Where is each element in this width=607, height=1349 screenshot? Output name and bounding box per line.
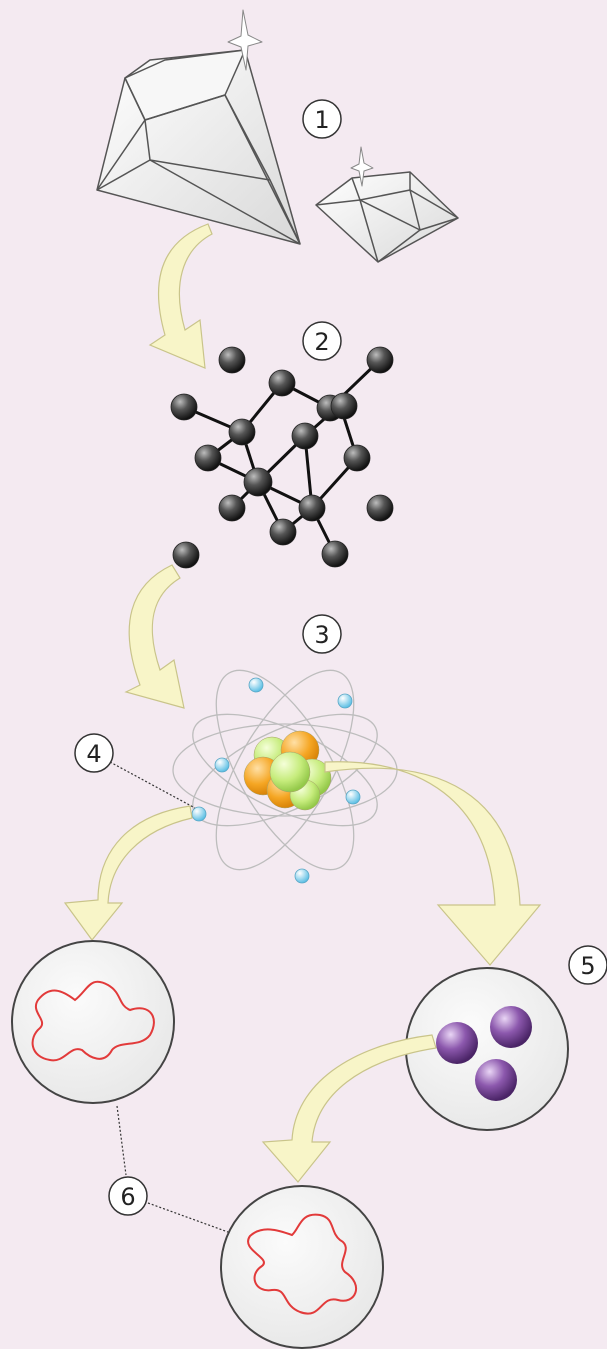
- label-5: 5: [568, 945, 607, 985]
- arrow-diamond-to-lattice: [148, 223, 213, 369]
- label-4: 4: [74, 733, 114, 773]
- label-6: 6: [108, 1176, 148, 1216]
- small-diamond-icon: [315, 146, 459, 263]
- arrow-electron-to-string: [63, 805, 193, 941]
- arrow-lattice-to-atom: [124, 564, 185, 709]
- label-2-text: 2: [314, 328, 329, 356]
- label-1-text: 1: [314, 106, 329, 134]
- electron-icon: [191, 806, 207, 822]
- string-circle-left: [11, 940, 175, 1104]
- leader-6-right: [147, 1202, 229, 1233]
- electron-icon: [294, 868, 310, 884]
- nucleus: [243, 730, 332, 811]
- leader-4: [109, 761, 196, 809]
- diamond-icon: [96, 9, 301, 245]
- atom-icon: [172, 669, 398, 884]
- arrow-nucleus-to-quarks: [324, 761, 542, 966]
- leader-6-up: [116, 1105, 127, 1176]
- quarks-icon: [405, 967, 569, 1131]
- label-3: 3: [302, 614, 342, 654]
- electron-icon: [337, 693, 353, 709]
- label-3-text: 3: [314, 621, 329, 649]
- electron-icon: [248, 677, 264, 693]
- string-loop-icon: [31, 980, 155, 1062]
- arrow-quarks-to-string: [261, 1034, 437, 1183]
- label-5-text: 5: [580, 952, 595, 980]
- electron-icon: [214, 757, 230, 773]
- electron-icon: [345, 789, 361, 805]
- carbon-lattice-icon: [170, 346, 394, 569]
- label-1: 1: [302, 99, 342, 139]
- string-circle-bottom: [220, 1185, 384, 1349]
- string-loop-icon: [247, 1213, 358, 1315]
- label-4-text: 4: [86, 740, 101, 768]
- label-6-text: 6: [120, 1183, 135, 1211]
- label-2: 2: [302, 321, 342, 361]
